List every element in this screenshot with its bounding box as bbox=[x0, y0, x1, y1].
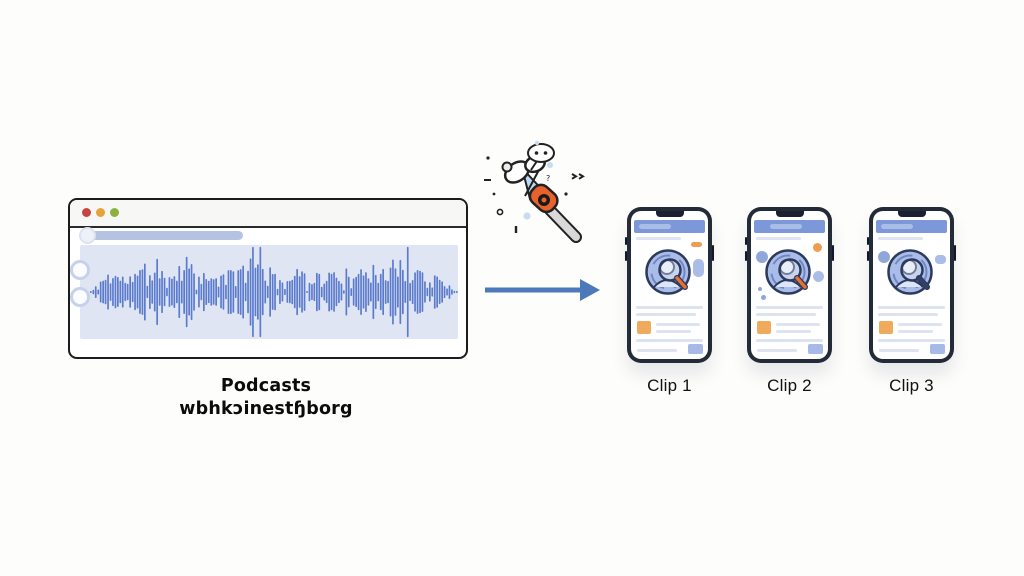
volume-button bbox=[745, 251, 747, 261]
maximize-window-icon bbox=[110, 208, 119, 217]
feed-line bbox=[756, 306, 823, 309]
accent-badge bbox=[813, 243, 822, 252]
header-title-placeholder bbox=[881, 224, 913, 229]
browser-titlebar bbox=[70, 200, 466, 228]
phone-mockup-clip-1 bbox=[625, 207, 714, 363]
timeline-marker-circle bbox=[70, 260, 90, 280]
decoration-blob bbox=[813, 271, 824, 282]
clip-2-label: Clip 2 bbox=[767, 376, 812, 395]
action-button-placeholder bbox=[808, 344, 823, 354]
action-button-placeholder bbox=[688, 344, 703, 354]
decoration-blob bbox=[935, 255, 946, 264]
avatar-magnifier-icon bbox=[887, 249, 933, 295]
volume-button bbox=[745, 237, 747, 245]
phone-screen bbox=[751, 211, 828, 359]
app-header-bar bbox=[634, 220, 705, 233]
thumbnail-placeholder bbox=[879, 321, 893, 334]
feed-line bbox=[636, 313, 696, 316]
accent-badge bbox=[691, 242, 702, 247]
feed-line bbox=[656, 330, 691, 333]
decoration-dot bbox=[758, 287, 762, 291]
feed-line bbox=[636, 339, 703, 342]
close-window-icon bbox=[82, 208, 91, 217]
thumbnail-placeholder bbox=[757, 321, 771, 334]
avatar-magnifier-icon bbox=[645, 249, 691, 295]
feed-line bbox=[776, 330, 811, 333]
timeline-marker-circle bbox=[70, 287, 90, 307]
audio-waveform bbox=[90, 246, 458, 338]
decoration-dot bbox=[761, 295, 766, 300]
volume-button bbox=[867, 237, 869, 245]
phone-notch bbox=[655, 211, 684, 217]
app-header-bar bbox=[754, 220, 825, 233]
podcast-caption-line1: Podcasts bbox=[220, 376, 312, 396]
feed-line bbox=[636, 306, 703, 309]
feed-line bbox=[878, 313, 938, 316]
clip-3-label: Clip 3 bbox=[889, 376, 934, 395]
decoration-circle bbox=[878, 251, 890, 263]
volume-button bbox=[625, 237, 627, 245]
header-title-placeholder bbox=[639, 224, 671, 229]
text-placeholder-line bbox=[878, 237, 923, 240]
text-placeholder-line bbox=[756, 237, 801, 240]
feed-line bbox=[757, 349, 797, 352]
volume-button bbox=[625, 251, 627, 261]
podcast-caption-line2: wbhkɔinestɧborg bbox=[179, 399, 353, 419]
phone-screen bbox=[631, 211, 708, 359]
feed-line bbox=[776, 323, 820, 326]
app-header-bar bbox=[876, 220, 947, 233]
microphone-scissors-icon: ? bbox=[484, 140, 585, 243]
power-button bbox=[832, 245, 834, 261]
decoration-blob bbox=[693, 259, 704, 277]
feed-line bbox=[637, 349, 677, 352]
phone-notch bbox=[775, 211, 804, 217]
phone-notch bbox=[897, 211, 926, 217]
volume-button bbox=[867, 251, 869, 261]
minimize-window-icon bbox=[96, 208, 105, 217]
feed-line bbox=[756, 313, 816, 316]
browser-window bbox=[68, 198, 468, 359]
clip-1-label: Clip 1 bbox=[647, 376, 692, 395]
decoration-circle bbox=[756, 251, 768, 263]
window-traffic-lights bbox=[82, 208, 119, 217]
feed-line bbox=[656, 323, 700, 326]
feed-line bbox=[898, 330, 933, 333]
feed-line bbox=[756, 339, 823, 342]
phone-screen bbox=[873, 211, 950, 359]
action-button-placeholder bbox=[930, 344, 945, 354]
avatar-magnifier-icon bbox=[765, 249, 811, 295]
feed-line bbox=[898, 323, 942, 326]
feed-line bbox=[878, 306, 945, 309]
progress-knob bbox=[79, 227, 96, 244]
header-title-placeholder bbox=[770, 224, 802, 229]
svg-text:?: ? bbox=[546, 174, 550, 183]
power-button bbox=[712, 245, 714, 261]
feed-line bbox=[878, 339, 945, 342]
playback-progress-bar bbox=[87, 231, 243, 240]
feed-line bbox=[879, 349, 919, 352]
thumbnail-placeholder bbox=[637, 321, 651, 334]
flow-arrow-icon bbox=[485, 279, 600, 301]
text-placeholder-line bbox=[636, 237, 681, 240]
phone-mockup-clip-3 bbox=[867, 207, 956, 363]
podcast-caption: Podcasts wbhkɔinestɧborg bbox=[68, 375, 464, 421]
power-button bbox=[954, 245, 956, 261]
phone-mockup-clip-2 bbox=[745, 207, 834, 363]
